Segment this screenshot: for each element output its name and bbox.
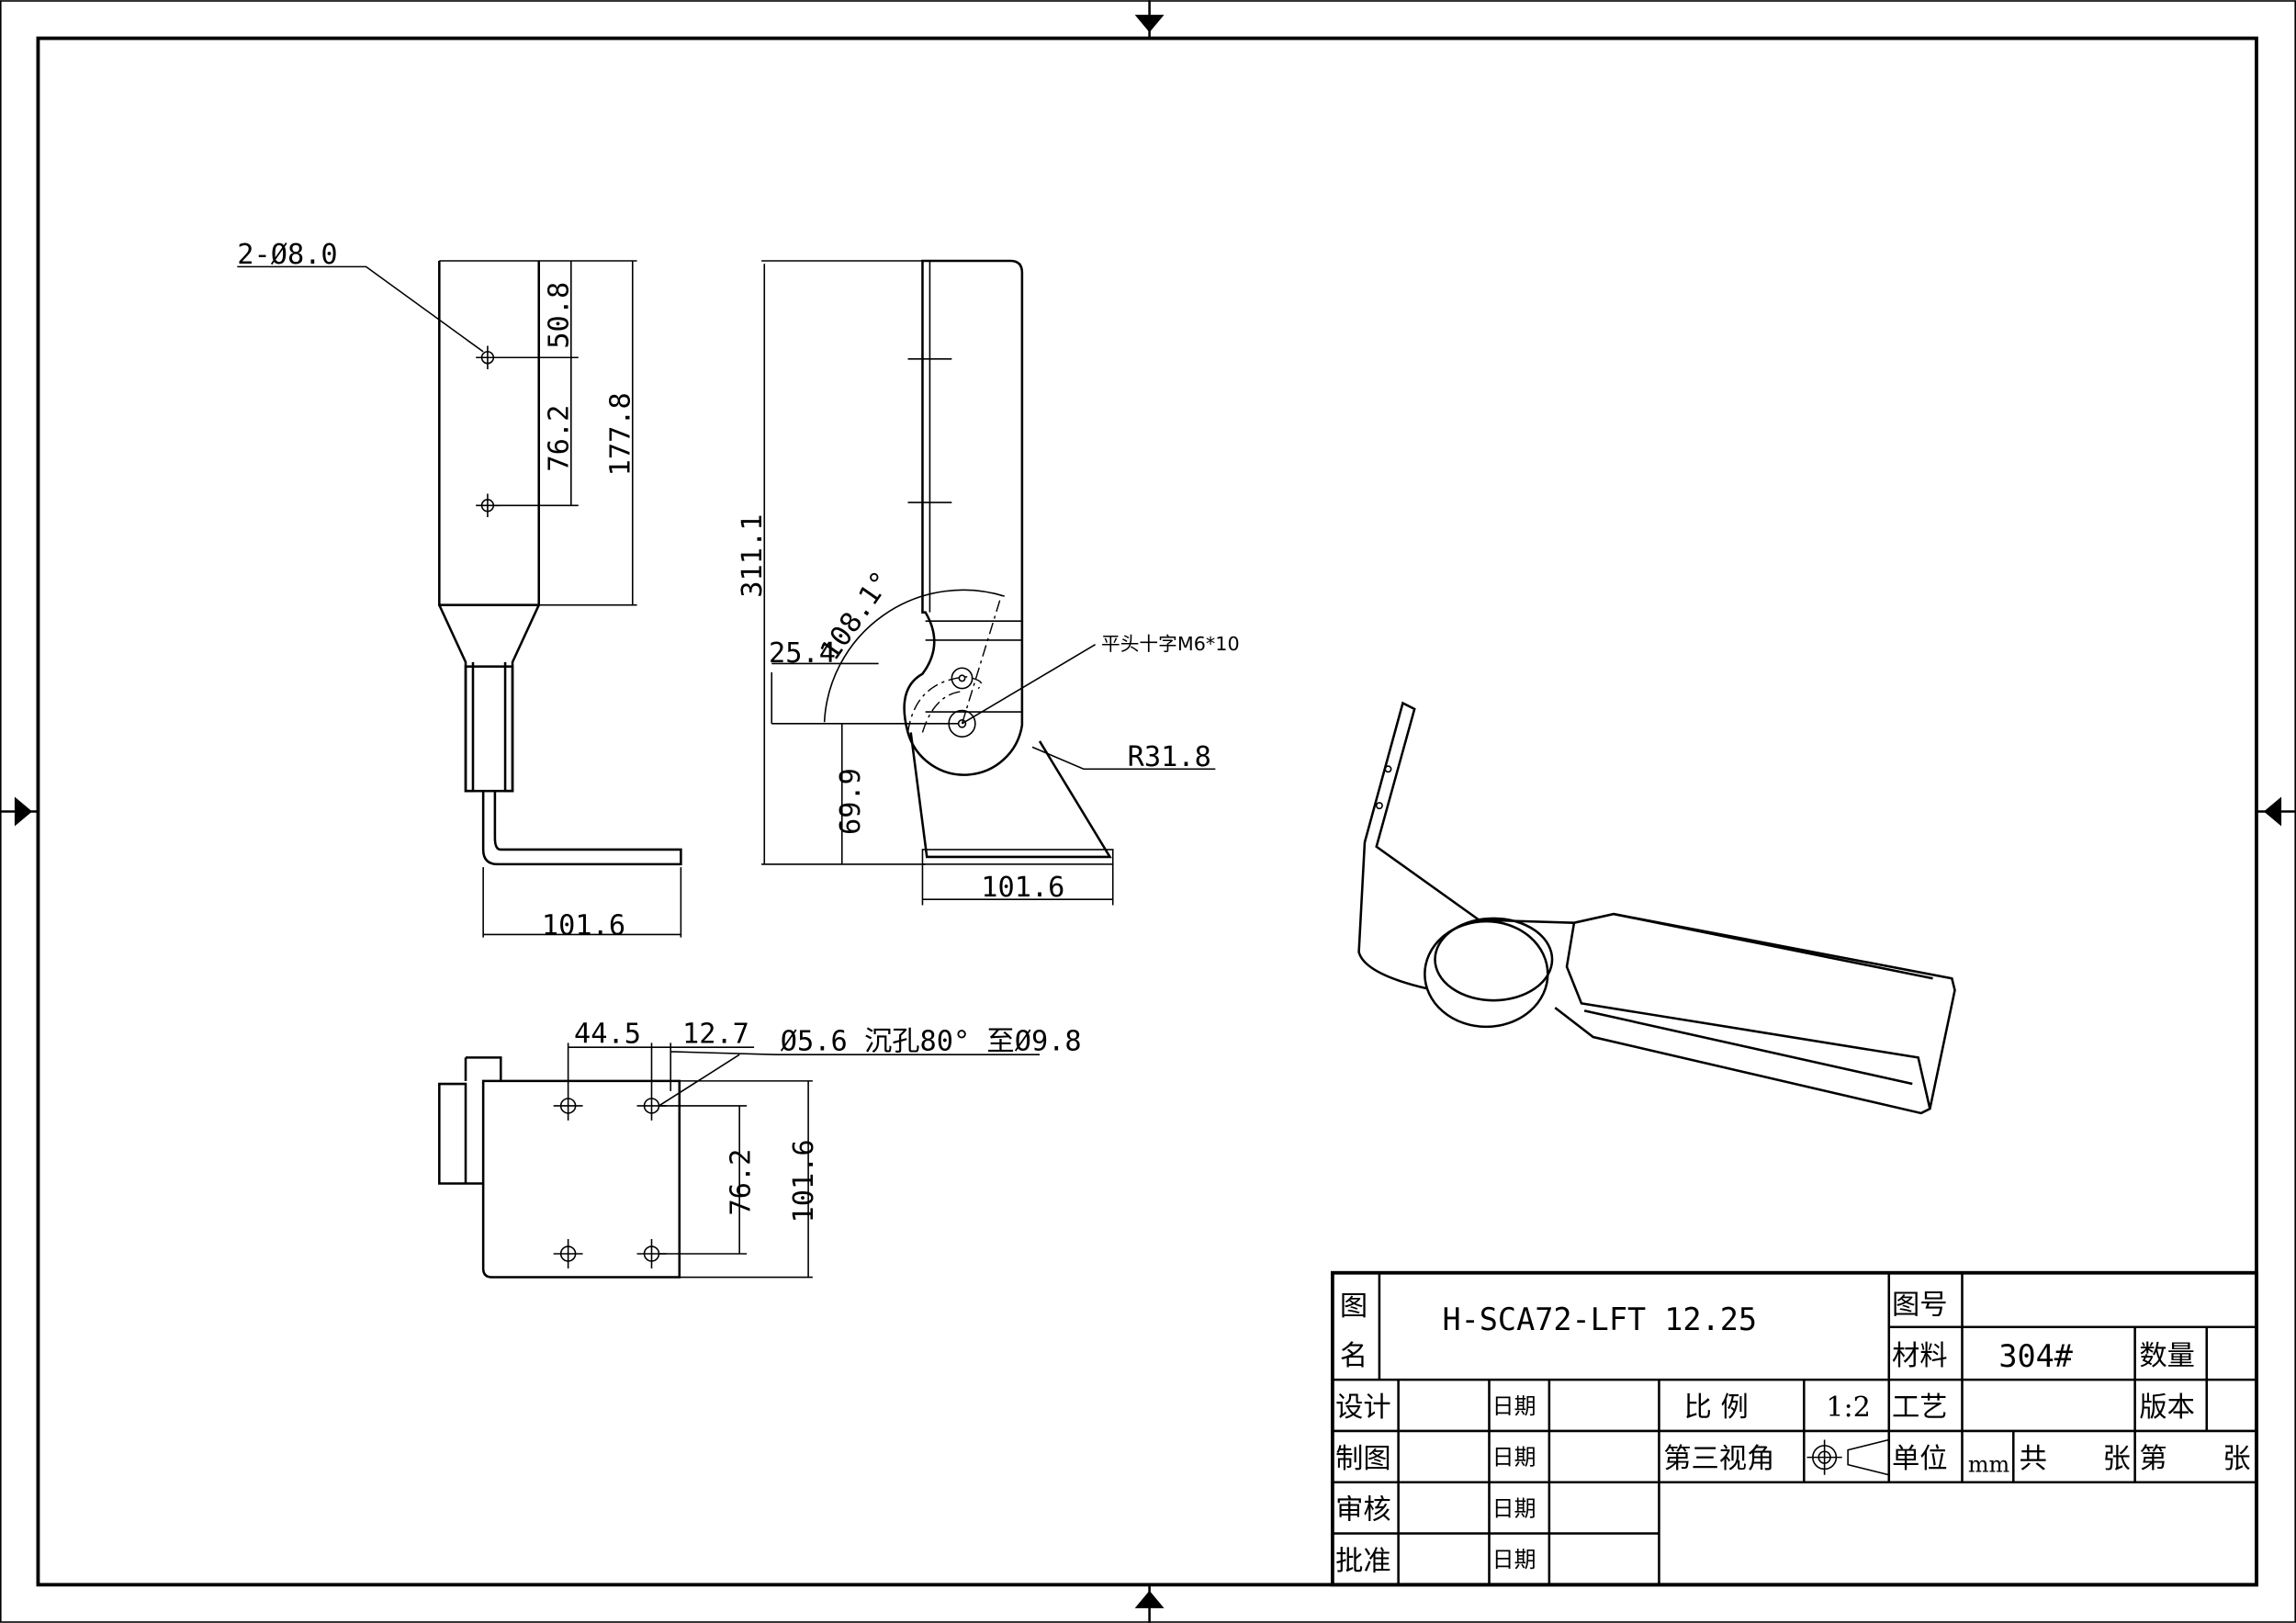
version-label: 版本 (2139, 1392, 2195, 1424)
dim-69.9: 69.9 (835, 768, 867, 835)
scale-label: 比 例 (1684, 1392, 1749, 1424)
bottom-view: 44.5 12.7 76.2 101.6 Ø5.6 沉孔80° 至Ø9.8 (438, 1018, 1082, 1279)
dim-r31.8: R31.8 (1128, 741, 1211, 773)
hole-note: 2-Ø8.0 (237, 239, 337, 271)
title-block: 图 名 H-SCA72-LFT 12.25 图号 材料 304# 数量 设计 制… (1330, 1270, 2258, 1587)
dim-44.5: 44.5 (574, 1018, 641, 1050)
name-label-2: 名 (1340, 1340, 1367, 1372)
quantity-label: 数量 (2139, 1340, 2195, 1372)
name-label-1: 图 (1340, 1291, 1367, 1323)
third-angle-projection-icon (1806, 1438, 1890, 1476)
material-label: 材料 (1892, 1340, 1948, 1372)
scale-value: 1:2 (1826, 1392, 1871, 1424)
dim-177.8: 177.8 (605, 392, 637, 476)
dim-25.4: 25.4 (769, 637, 836, 670)
unit-value: mm (1968, 1452, 2010, 1478)
front-view: 2-Ø8.0 50.8 76.2 177.8 101.6 (237, 239, 682, 941)
side-view: 311.1 108.1° 25.4 69.9 101.6 R31.8 平头十字M… (737, 259, 1240, 906)
date-label-3: 日期 (1492, 1495, 1536, 1521)
date-label-2: 日期 (1492, 1445, 1536, 1471)
drafting-label: 制图 (1335, 1443, 1391, 1475)
date-label-1: 日期 (1492, 1393, 1536, 1419)
drawing-name: H-SCA72-LFT 12.25 (1442, 1302, 1757, 1337)
approve-label: 批准 (1335, 1545, 1391, 1577)
process-label: 工艺 (1892, 1392, 1948, 1424)
date-label-4: 日期 (1492, 1547, 1536, 1572)
design-label: 设计 (1335, 1392, 1391, 1424)
dim-50.8: 50.8 (544, 282, 576, 349)
review-label: 审核 (1335, 1494, 1391, 1527)
dim-101.6: 101.6 (542, 909, 625, 941)
countersink-note: Ø5.6 沉孔80° 至Ø9.8 (781, 1025, 1082, 1057)
drawing-no-label: 图号 (1892, 1289, 1948, 1321)
dim-101.6-side: 101.6 (981, 872, 1064, 904)
dim-12.7: 12.7 (682, 1018, 749, 1050)
screw-note: 平头十字M6*10 (1101, 633, 1240, 655)
material-value: 304# (1998, 1338, 2073, 1374)
dim-76.2: 76.2 (544, 405, 576, 472)
total-sheets-label: 共 张 (2020, 1443, 2131, 1475)
unit-label: 单位 (1892, 1443, 1948, 1475)
projection-label: 第三视角 (1663, 1443, 1774, 1475)
dim-101.6-bottom: 101.6 (788, 1139, 820, 1223)
isometric-view (1357, 701, 1956, 1115)
dim-76.2-bottom: 76.2 (725, 1149, 757, 1216)
dim-311.1: 311.1 (737, 514, 769, 598)
sheet-label: 第 张 (2139, 1443, 2250, 1475)
